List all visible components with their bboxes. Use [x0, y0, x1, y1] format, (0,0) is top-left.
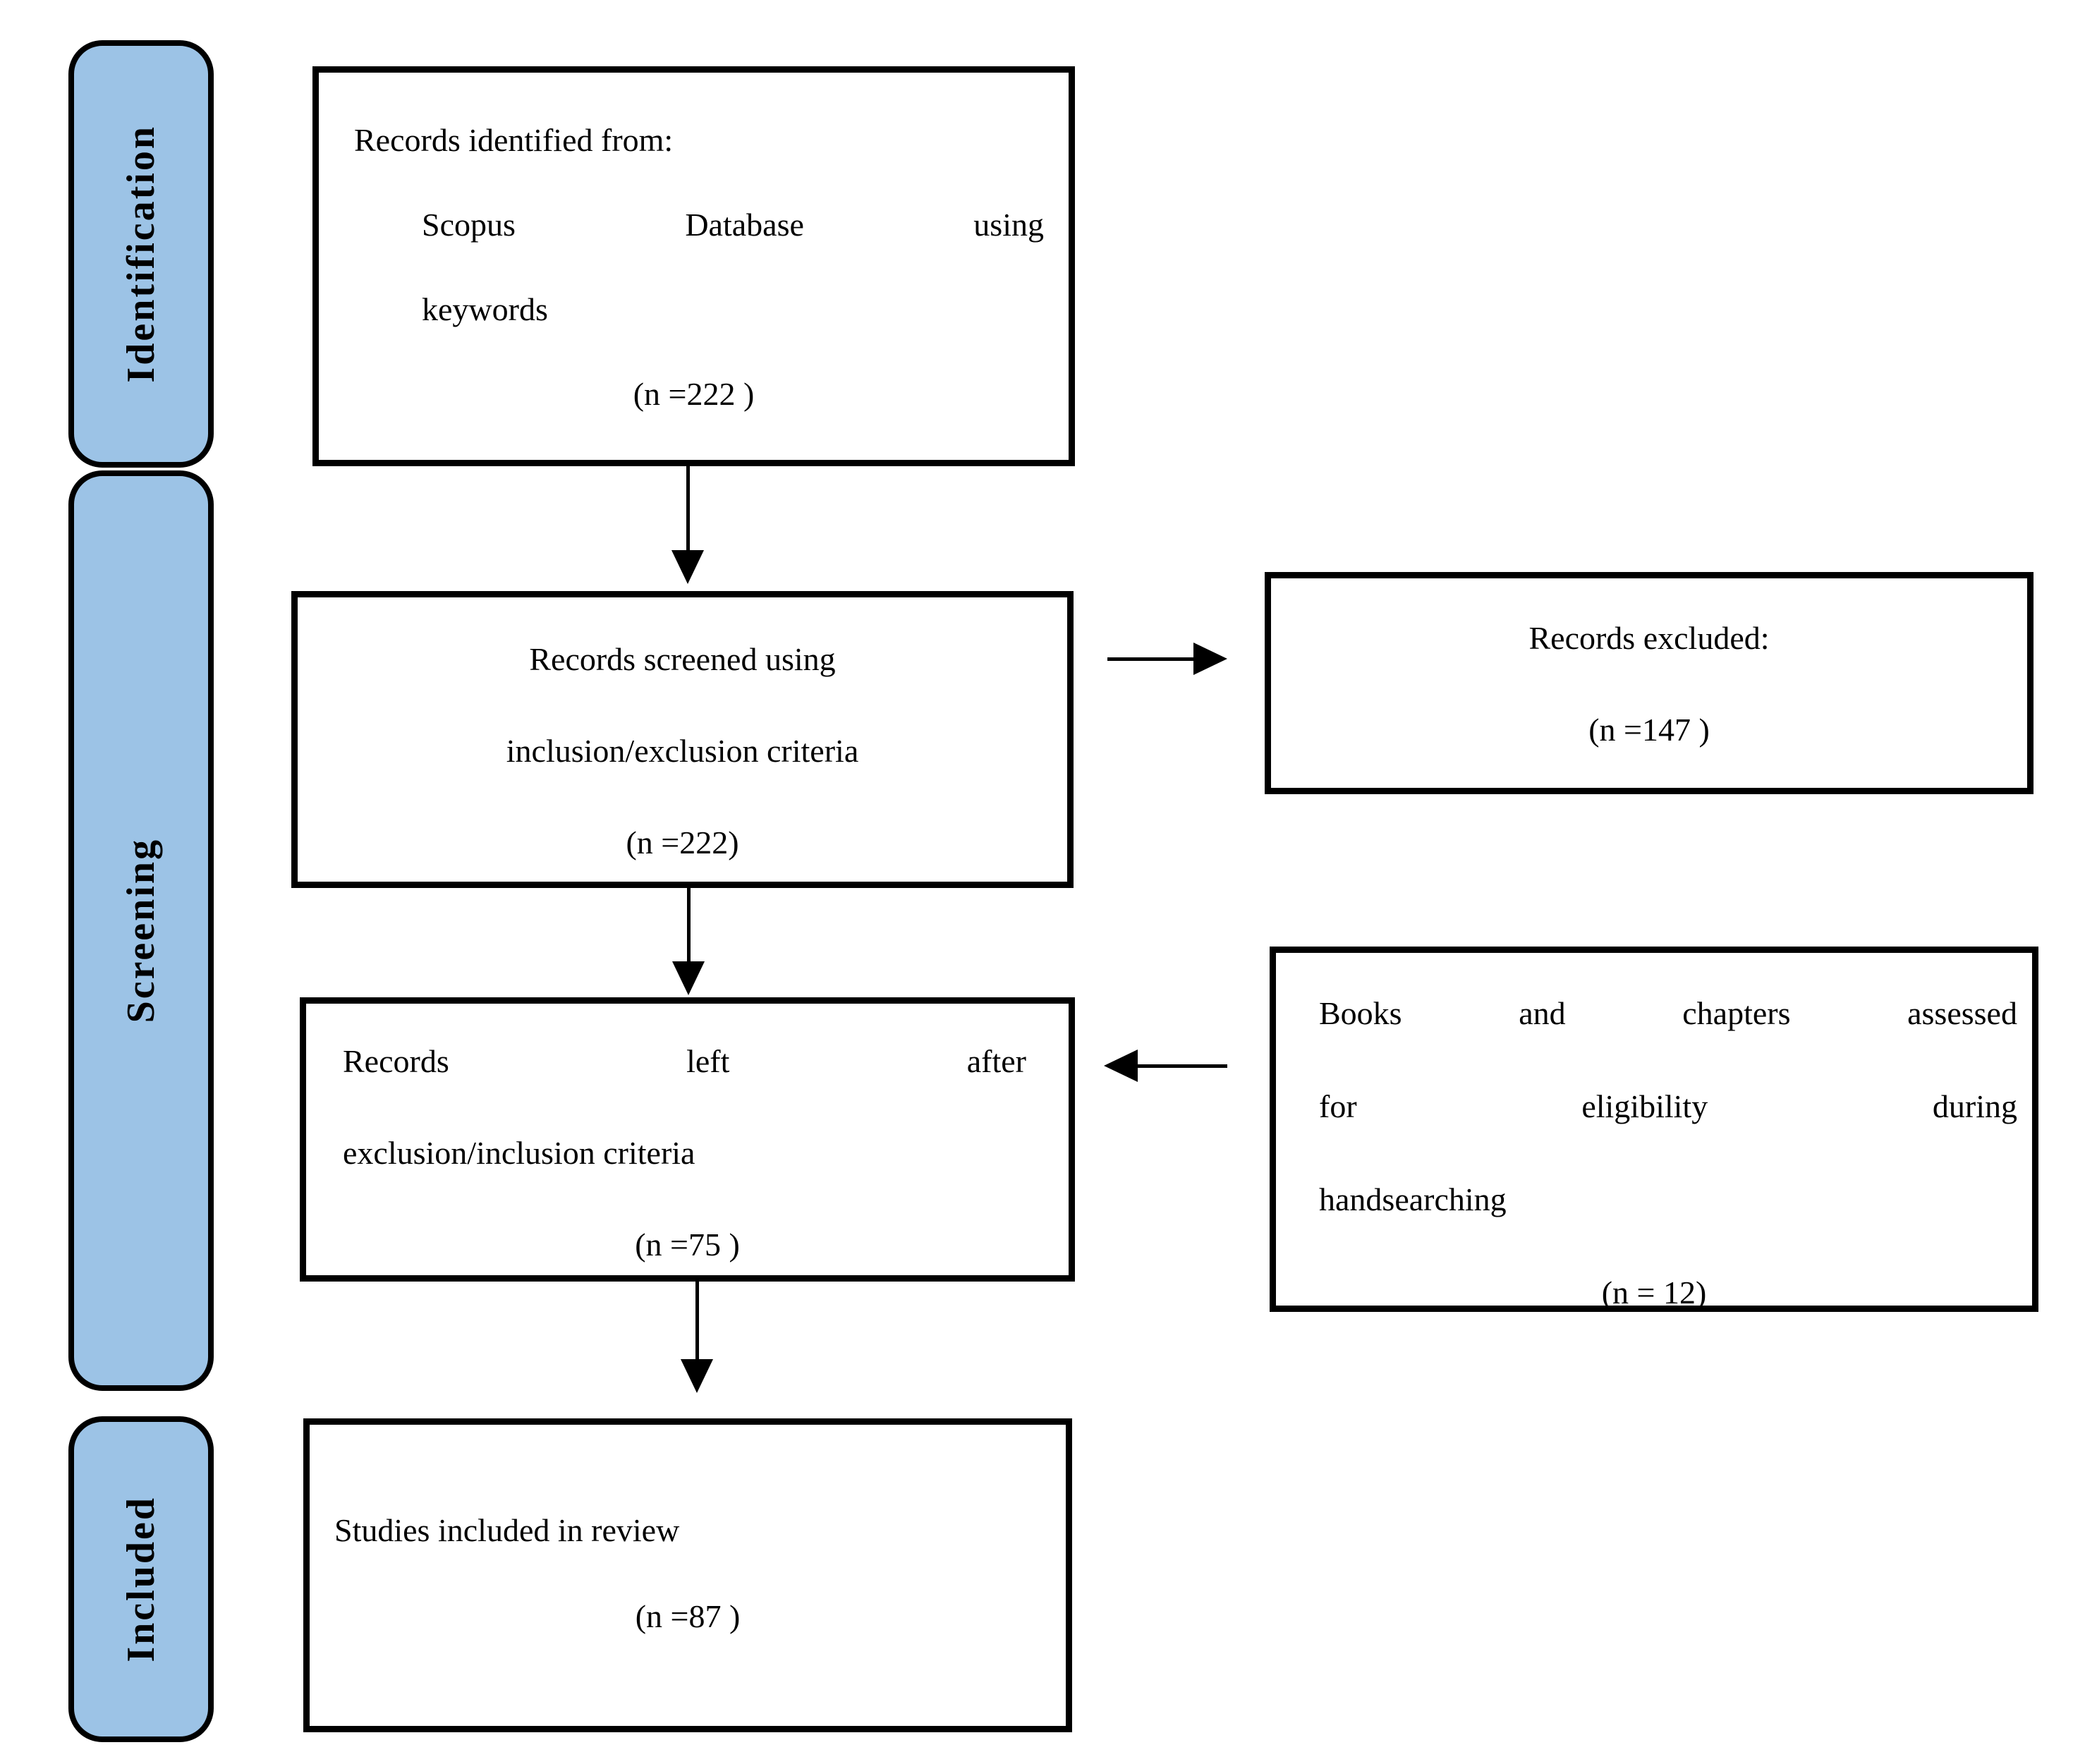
- arrow-right-icon: [1107, 643, 1227, 675]
- studies-included-count: (n =87 ): [635, 1598, 741, 1634]
- word-books: Books: [1319, 994, 1402, 1031]
- word-and: and: [1519, 994, 1566, 1031]
- word-assessed: assessed: [1907, 994, 2017, 1031]
- word-left: left: [686, 1042, 730, 1079]
- word-using: using: [973, 206, 1044, 243]
- handsearch-count: (n = 12): [1601, 1274, 1707, 1310]
- flow-box-records-screened: Records screened using inclusion/exclusi…: [291, 591, 1074, 888]
- records-screened-count: (n =222): [626, 824, 739, 860]
- stage-pill-included: Included: [68, 1416, 214, 1742]
- records-identified-line1: Records identified from:: [354, 121, 674, 158]
- arrow-head: [1193, 643, 1227, 675]
- word-during: during: [1932, 1088, 2017, 1124]
- handsearch-line2: for eligibility during: [1319, 1060, 2017, 1153]
- word-for: for: [1319, 1088, 1357, 1124]
- stage-label-included: Included: [119, 1496, 163, 1662]
- arrow-shaft: [1107, 657, 1193, 661]
- arrow-down-icon: [681, 1282, 713, 1393]
- arrow-head: [671, 550, 704, 584]
- records-identified-line2: Scopus Database using: [422, 183, 1044, 267]
- records-left-count: (n =75 ): [635, 1226, 740, 1263]
- word-eligibility: eligibility: [1581, 1088, 1708, 1124]
- arrow-shaft: [695, 1282, 699, 1359]
- records-screened-line1: Records screened using: [529, 640, 836, 677]
- word-scopus: Scopus: [422, 206, 516, 243]
- flow-box-studies-included: Studies included in review (n =87 ): [303, 1418, 1072, 1732]
- arrow-down-icon: [671, 466, 704, 584]
- arrow-shaft: [686, 466, 690, 550]
- word-database: Database: [685, 206, 804, 243]
- handsearch-line3: handsearching: [1319, 1181, 1507, 1217]
- stage-pill-identification: Identification: [68, 40, 214, 468]
- records-left-line1: Records left after: [343, 1016, 1026, 1107]
- records-excluded-line1: Records excluded:: [1528, 619, 1770, 656]
- stage-label-identification: Identification: [119, 125, 163, 383]
- flow-box-records-left-after: Records left after exclusion/inclusion c…: [300, 997, 1075, 1282]
- arrow-left-icon: [1104, 1050, 1227, 1082]
- word-chapters: chapters: [1682, 994, 1791, 1031]
- word-records: Records: [343, 1042, 449, 1079]
- arrow-shaft: [1138, 1064, 1227, 1068]
- handsearch-line1: Books and chapters assessed: [1319, 967, 2017, 1060]
- studies-included-line1: Studies included in review: [334, 1511, 680, 1548]
- records-identified-count: (n =222 ): [633, 375, 755, 412]
- arrow-head: [672, 961, 705, 995]
- records-excluded-count: (n =147 ): [1588, 711, 1710, 748]
- arrow-down-icon: [672, 888, 705, 995]
- flow-box-records-excluded: Records excluded: (n =147 ): [1265, 572, 2034, 794]
- stage-label-screening: Screening: [119, 838, 163, 1023]
- records-identified-line3: keywords: [422, 291, 548, 327]
- arrow-shaft: [686, 888, 691, 961]
- arrow-head: [681, 1359, 713, 1393]
- stage-pill-screening: Screening: [68, 470, 214, 1391]
- arrow-head: [1104, 1050, 1138, 1082]
- flow-box-handsearch-assessed: Books and chapters assessed for eligibil…: [1270, 947, 2038, 1312]
- flow-box-records-identified: Records identified from: Scopus Database…: [312, 66, 1075, 466]
- word-after: after: [966, 1042, 1026, 1079]
- records-left-line2: exclusion/inclusion criteria: [343, 1134, 695, 1171]
- records-screened-line2: inclusion/exclusion criteria: [506, 732, 859, 769]
